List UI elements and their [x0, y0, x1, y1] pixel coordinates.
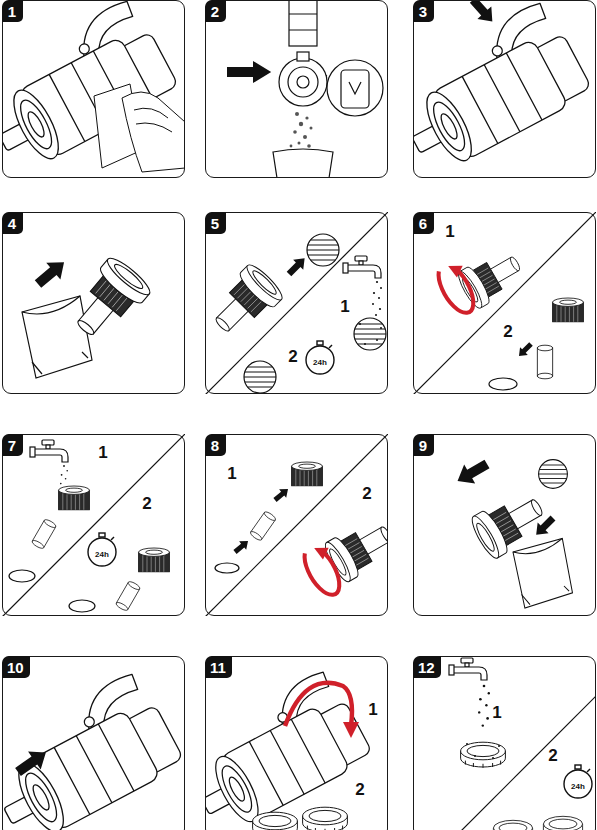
step-panel: 12 — [413, 656, 596, 830]
step-number: 1 — [2, 0, 23, 22]
step-illustration — [203, 210, 390, 397]
callout-number: 2 — [286, 348, 299, 365]
step-panel: 3 — [413, 0, 596, 178]
timer-text: 24h — [93, 551, 111, 559]
step-number: 10 — [2, 656, 30, 678]
callout-label: 2 — [501, 323, 514, 341]
step-panel: 2 — [205, 0, 388, 178]
callout-number: 2 — [353, 781, 366, 798]
step-panel: 9 — [413, 434, 596, 616]
step-number: 9 — [413, 434, 434, 456]
step-number: 12 — [413, 656, 441, 678]
step-illustration — [411, 210, 597, 397]
callout-number: 1 — [225, 465, 238, 482]
callout-label: 24h — [93, 543, 111, 561]
callout-label: 2 — [286, 348, 299, 366]
step-number: 7 — [2, 434, 23, 456]
step-number: 8 — [205, 434, 226, 456]
step-number: 4 — [2, 212, 23, 234]
callout-number: 1 — [366, 701, 379, 718]
callout-label: 24h — [569, 775, 587, 793]
step-number: 6 — [413, 212, 434, 234]
callout-label: 1 — [96, 444, 109, 462]
step-panel: 5 — [205, 212, 388, 394]
timer-text: 24h — [569, 783, 587, 791]
step-panel: 8 — [205, 434, 388, 616]
step-illustration — [22, 254, 154, 378]
step-illustration — [452, 454, 572, 608]
step-illustration — [0, 0, 185, 176]
callout-label: 2 — [140, 495, 153, 513]
step-panel: 10 — [2, 656, 185, 830]
step-panel: 7 — [2, 434, 185, 616]
callout-number: 2 — [360, 485, 373, 502]
step-number: 5 — [205, 212, 226, 234]
timer-text: 24h — [311, 359, 329, 367]
step-panel: 11 — [205, 656, 388, 830]
step-illustration — [203, 432, 400, 619]
step-illustration — [227, 0, 383, 178]
callout-number: 1 — [96, 444, 109, 461]
callout-number: 1 — [490, 704, 503, 721]
callout-number: 1 — [338, 298, 351, 315]
callout-label: 2 — [360, 485, 373, 503]
callout-number: 2 — [140, 495, 153, 512]
callout-label: 1 — [490, 704, 503, 722]
callout-label: 1 — [338, 298, 351, 316]
step-number: 3 — [413, 0, 434, 22]
step-illustration — [449, 658, 597, 830]
callout-label: 1 — [366, 701, 379, 719]
step-illustration — [0, 432, 187, 619]
callout-number: 1 — [443, 223, 456, 240]
callout-number: 2 — [501, 323, 514, 340]
callout-label: 2 — [546, 747, 559, 765]
step-illustration — [0, 669, 186, 830]
step-panel: 4 — [2, 212, 185, 394]
step-panel: 1 — [2, 0, 185, 178]
callout-number: 2 — [546, 747, 559, 764]
step-panel: 6 — [413, 212, 596, 394]
step-number: 11 — [205, 656, 232, 678]
callout-label: 24h — [311, 351, 329, 369]
step-number: 2 — [205, 0, 226, 22]
callout-label: 2 — [353, 781, 366, 799]
step-illustration — [383, 0, 594, 178]
callout-label: 1 — [225, 465, 238, 483]
callout-label: 1 — [443, 223, 456, 241]
